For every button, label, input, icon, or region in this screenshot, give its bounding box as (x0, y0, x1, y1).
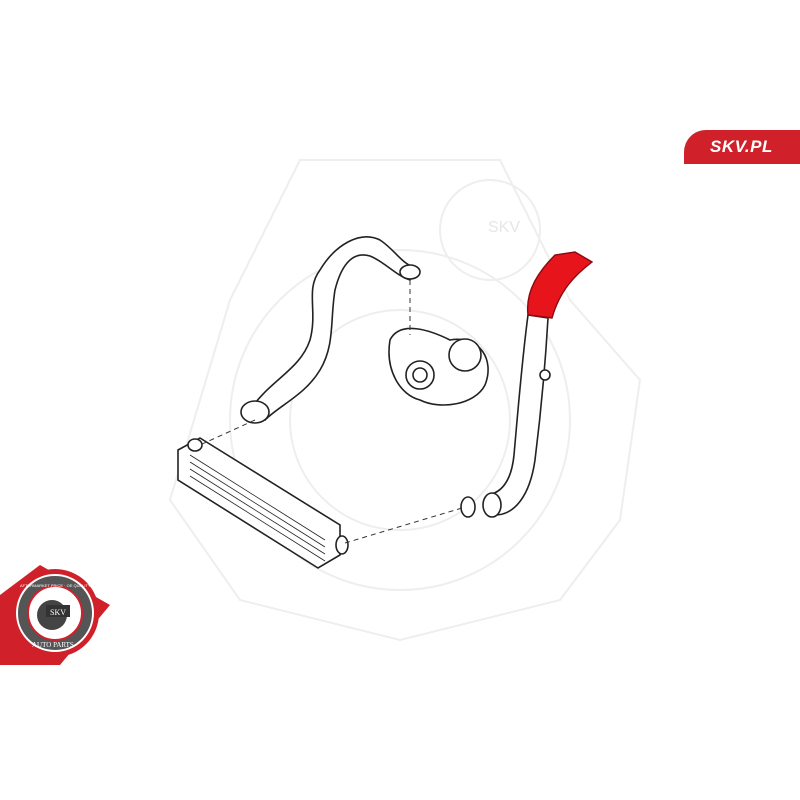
watermark-text: SKV (488, 219, 520, 236)
charge-air-pipe (460, 314, 551, 518)
connection-lines (199, 280, 463, 544)
brand-site-label: SKV.PL (710, 137, 773, 156)
upper-hose (240, 236, 421, 424)
turbocharger (388, 327, 489, 406)
highlighted-hose (526, 251, 594, 319)
badge-center-text: SKV (50, 608, 66, 617)
brand-tab[interactable]: SKV.PL (684, 130, 800, 164)
intercooler (177, 437, 349, 569)
badge-bottom-text: AUTO PARTS (32, 641, 74, 649)
badge-top-text: AFTERMARKET PRICE · OE QUALITY (20, 583, 91, 588)
watermark-gear-icon (168, 159, 642, 642)
skv-quality-badge: SKV AFTERMARKET PRICE · OE QUALITY AUTO … (0, 565, 110, 665)
